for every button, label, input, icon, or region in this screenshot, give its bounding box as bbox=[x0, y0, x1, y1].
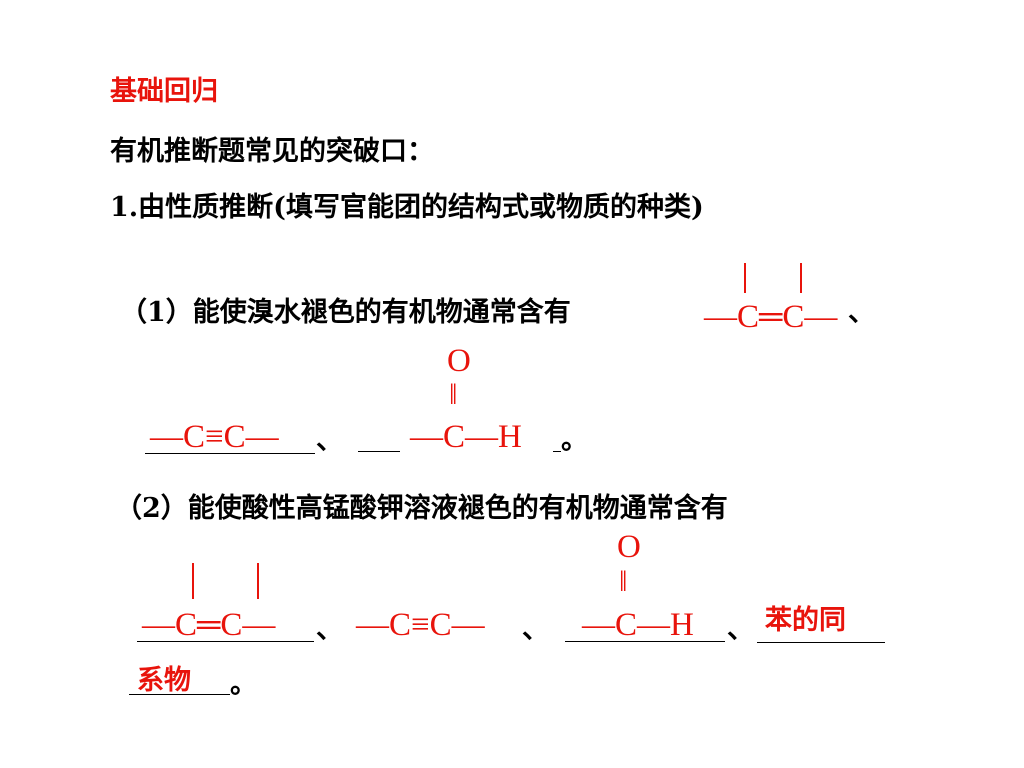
section-title: 1.由性质推断(填写官能团的结构式或物质的种类) bbox=[110, 192, 704, 223]
q2-answer-homolog-part2: 系物 bbox=[137, 665, 191, 696]
q1-aldehyde-oxygen: O bbox=[447, 343, 471, 379]
q1-answer-aldehyde: —C—H bbox=[410, 419, 522, 455]
q2-alkene-bond-left bbox=[192, 563, 194, 599]
q2-answer-aldehyde: —C—H bbox=[582, 607, 694, 643]
q2-blank-homolog-line2 bbox=[129, 694, 230, 695]
q2-end: 。 bbox=[230, 669, 257, 700]
q2-prompt: （2）能使酸性高锰酸钾溶液褪色的有机物通常含有 bbox=[115, 493, 728, 524]
q1-end: 。 bbox=[561, 425, 588, 456]
q1-blank-aldehyde-left bbox=[358, 451, 400, 452]
q1-blank-alkyne bbox=[145, 453, 315, 454]
q1-aldehyde-double-bond: ‖ bbox=[449, 378, 458, 411]
q1-blank-aldehyde-right bbox=[553, 451, 561, 452]
q2-blank-aldehyde bbox=[565, 641, 725, 642]
q1-alkene-bond-right bbox=[800, 263, 802, 293]
q2-answer-alkyne: —C≡C— bbox=[356, 607, 485, 643]
slide-heading: 基础回归 bbox=[110, 76, 218, 107]
q2-blank-homolog-line1 bbox=[757, 642, 885, 643]
q1-separator-1: 、 bbox=[848, 297, 875, 328]
q2-separator-2: 、 bbox=[522, 614, 549, 645]
q1-separator-2: 、 bbox=[316, 425, 343, 456]
q2-separator-3: 、 bbox=[727, 614, 754, 645]
q1-answer-alkene: —C═C— bbox=[704, 299, 838, 335]
q2-answer-homolog-part1: 苯的同 bbox=[765, 605, 846, 636]
q1-prompt: （1）能使溴水褪色的有机物通常含有 bbox=[120, 297, 571, 328]
q2-answer-alkene: —C═C— bbox=[142, 607, 276, 643]
intro-text: 有机推断题常见的突破口： bbox=[110, 136, 434, 167]
q1-alkene-bond-left bbox=[744, 263, 746, 293]
q2-alkene-bond-right bbox=[257, 563, 259, 599]
q2-aldehyde-double-bond: ‖ bbox=[619, 565, 628, 598]
q1-answer-alkyne: —C≡C— bbox=[150, 419, 279, 455]
q2-separator-1: 、 bbox=[316, 614, 343, 645]
q2-aldehyde-oxygen: O bbox=[617, 529, 641, 565]
q2-blank-alkene bbox=[137, 641, 314, 642]
